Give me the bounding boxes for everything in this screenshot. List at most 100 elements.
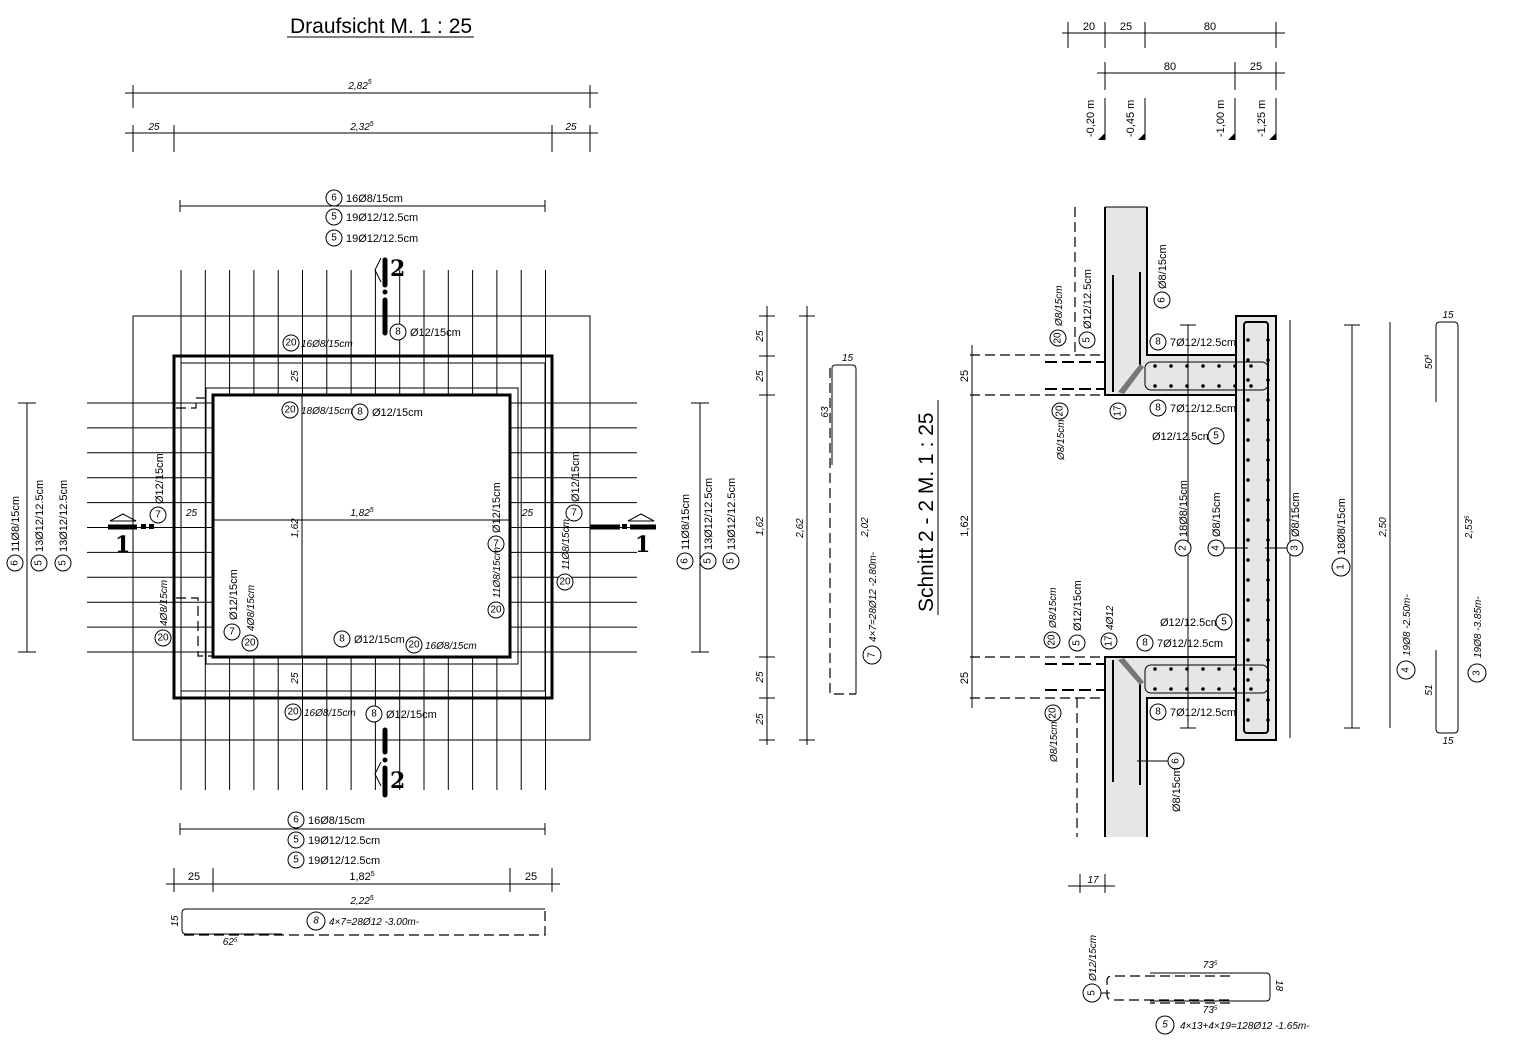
- svg-text:2,325: 2,325: [349, 121, 373, 133]
- svg-text:Ø12/15cm: Ø12/15cm: [228, 569, 240, 620]
- svg-text:11Ø8/15cm: 11Ø8/15cm: [10, 496, 22, 552]
- svg-text:20: 20: [285, 338, 297, 349]
- svg-text:Ø8/15cm: Ø8/15cm: [1171, 767, 1183, 812]
- section-marker-2-top: 2: [374, 256, 405, 336]
- rebar-section-dot: [1266, 418, 1270, 422]
- tag-top-5b: 5: [325, 229, 343, 247]
- svg-text:5: 5: [1221, 617, 1227, 628]
- svg-text:Ø12/15cm: Ø12/15cm: [354, 634, 405, 646]
- svg-text:1,62: 1,62: [959, 515, 971, 536]
- rebar-section-dot: [1249, 384, 1253, 388]
- svg-text:17: 17: [1104, 635, 1115, 647]
- section-marker-1-left: 1: [108, 513, 154, 558]
- svg-text:Ø12/15cm: Ø12/15cm: [570, 451, 582, 502]
- svg-text:5: 5: [34, 560, 45, 566]
- svg-text:20: 20: [1083, 21, 1095, 33]
- svg-text:735: 735: [1203, 1005, 1218, 1016]
- svg-text:5: 5: [293, 855, 299, 866]
- svg-text:16Ø8/15cm: 16Ø8/15cm: [346, 193, 403, 205]
- svg-text:7Ø12/12.5cm: 7Ø12/12.5cm: [1170, 707, 1236, 719]
- svg-text:13Ø12/12.5cm: 13Ø12/12.5cm: [58, 480, 70, 552]
- svg-text:Ø12/15cm: Ø12/15cm: [372, 407, 423, 419]
- svg-text:Ø12/15cm: Ø12/15cm: [1072, 580, 1084, 631]
- svg-text:18Ø8/15cm: 18Ø8/15cm: [301, 406, 353, 417]
- rebar-section-dot: [1153, 667, 1157, 671]
- svg-text:15: 15: [1442, 736, 1454, 747]
- middle-dimensions: 25 25 1,62 25 25 2,62: [755, 306, 815, 745]
- svg-text:8: 8: [395, 327, 401, 338]
- svg-text:25: 25: [290, 370, 301, 383]
- level-markers: -0,20 m -0,45 m -1,00 m -1,25 m: [1085, 98, 1277, 140]
- svg-text:25: 25: [959, 370, 971, 382]
- rebar-section-dot: [1201, 687, 1205, 691]
- wall-inner-edge: [211, 393, 512, 659]
- svg-text:-0,20 m: -0,20 m: [1085, 100, 1097, 137]
- tag-20-top2: 20: [281, 401, 299, 419]
- svg-text:7: 7: [493, 539, 499, 550]
- svg-text:5: 5: [726, 558, 737, 564]
- svg-text:18: 18: [1273, 980, 1284, 992]
- rebar-section-dot: [1266, 538, 1270, 542]
- svg-text:Ø12/12.5cm: Ø12/12.5cm: [1082, 269, 1094, 329]
- rebar-section-dot: [1169, 364, 1173, 368]
- svg-text:20: 20: [1055, 405, 1066, 417]
- svg-text:4×7=28Ø12 -2.80m-: 4×7=28Ø12 -2.80m-: [868, 551, 879, 642]
- rebar-section-dot: [1266, 698, 1270, 702]
- svg-text:20: 20: [287, 707, 299, 718]
- rebar-section-dot: [1246, 398, 1250, 402]
- svg-text:25: 25: [755, 671, 766, 684]
- svg-text:25: 25: [755, 713, 766, 726]
- svg-text:8: 8: [1155, 707, 1161, 718]
- rebar-section-dot: [1266, 438, 1270, 442]
- svg-text:5: 5: [1072, 640, 1083, 646]
- svg-text:6: 6: [680, 558, 691, 564]
- svg-text:2: 2: [1178, 545, 1189, 551]
- rebar-section-dot: [1266, 618, 1270, 622]
- svg-text:16Ø8/15cm: 16Ø8/15cm: [425, 641, 477, 652]
- rebar-section-dot: [1233, 384, 1237, 388]
- rebar-section-dot: [1246, 338, 1250, 342]
- bottom-dimension: 25 1,825 25: [166, 868, 560, 892]
- dimension-total: 2,825: [125, 79, 598, 108]
- rebar-section-dot: [1246, 418, 1250, 422]
- svg-text:7Ø12/12.5cm: 7Ø12/12.5cm: [1170, 403, 1236, 415]
- svg-text:3: 3: [1472, 670, 1483, 676]
- svg-text:5: 5: [293, 835, 299, 846]
- svg-text:2,535: 2,535: [1464, 515, 1475, 539]
- svg-text:2: 2: [390, 768, 405, 794]
- svg-text:18Ø8/15cm: 18Ø8/15cm: [1178, 480, 1190, 537]
- svg-text:5: 5: [1213, 431, 1219, 442]
- tag-top-5a: 5: [325, 208, 343, 226]
- rebar-section-dot: [1217, 687, 1221, 691]
- svg-text:1: 1: [115, 532, 130, 558]
- corner-bar: [176, 397, 208, 409]
- tag-7-right: 7: [565, 504, 583, 522]
- tag-20-outer-right: 20: [556, 573, 574, 591]
- rebar-section-dot: [1266, 678, 1270, 682]
- section-marker-1-right: 1: [590, 513, 656, 558]
- svg-text:1,825: 1,825: [350, 507, 373, 519]
- svg-text:5: 5: [1162, 1020, 1168, 1031]
- svg-text:20: 20: [244, 638, 256, 649]
- svg-text:Ø8/15cm: Ø8/15cm: [1211, 492, 1223, 537]
- svg-text:19Ø8 -3.85m-: 19Ø8 -3.85m-: [1473, 596, 1484, 658]
- svg-text:19Ø12/12.5cm: 19Ø12/12.5cm: [346, 212, 418, 224]
- tag-8-bottom: 8: [333, 630, 351, 648]
- svg-text:51: 51: [1424, 684, 1435, 695]
- wall-rebar-outer: [180, 362, 546, 692]
- svg-text:1,825: 1,825: [349, 871, 374, 883]
- tag-bottom-5a: 5: [287, 831, 305, 849]
- rebar-section-dot: [1266, 338, 1270, 342]
- rebar-section-dot: [1153, 384, 1157, 388]
- svg-text:Ø12/15cm: Ø12/15cm: [1088, 935, 1099, 982]
- svg-text:7Ø12/12.5cm: 7Ø12/12.5cm: [1157, 638, 1223, 650]
- svg-text:8: 8: [313, 916, 319, 927]
- rebar-section-dot: [1153, 687, 1157, 691]
- rebar-section-dot: [1246, 638, 1250, 642]
- svg-text:7: 7: [571, 508, 577, 519]
- rebar-section-dot: [1201, 667, 1205, 671]
- svg-text:2,825: 2,825: [347, 79, 371, 92]
- bar-schedule-1: 1 18Ø8/15cm: [1331, 324, 1360, 729]
- rebar-section-dot: [1266, 358, 1270, 362]
- svg-text:4Ø8/15cm: 4Ø8/15cm: [159, 580, 170, 626]
